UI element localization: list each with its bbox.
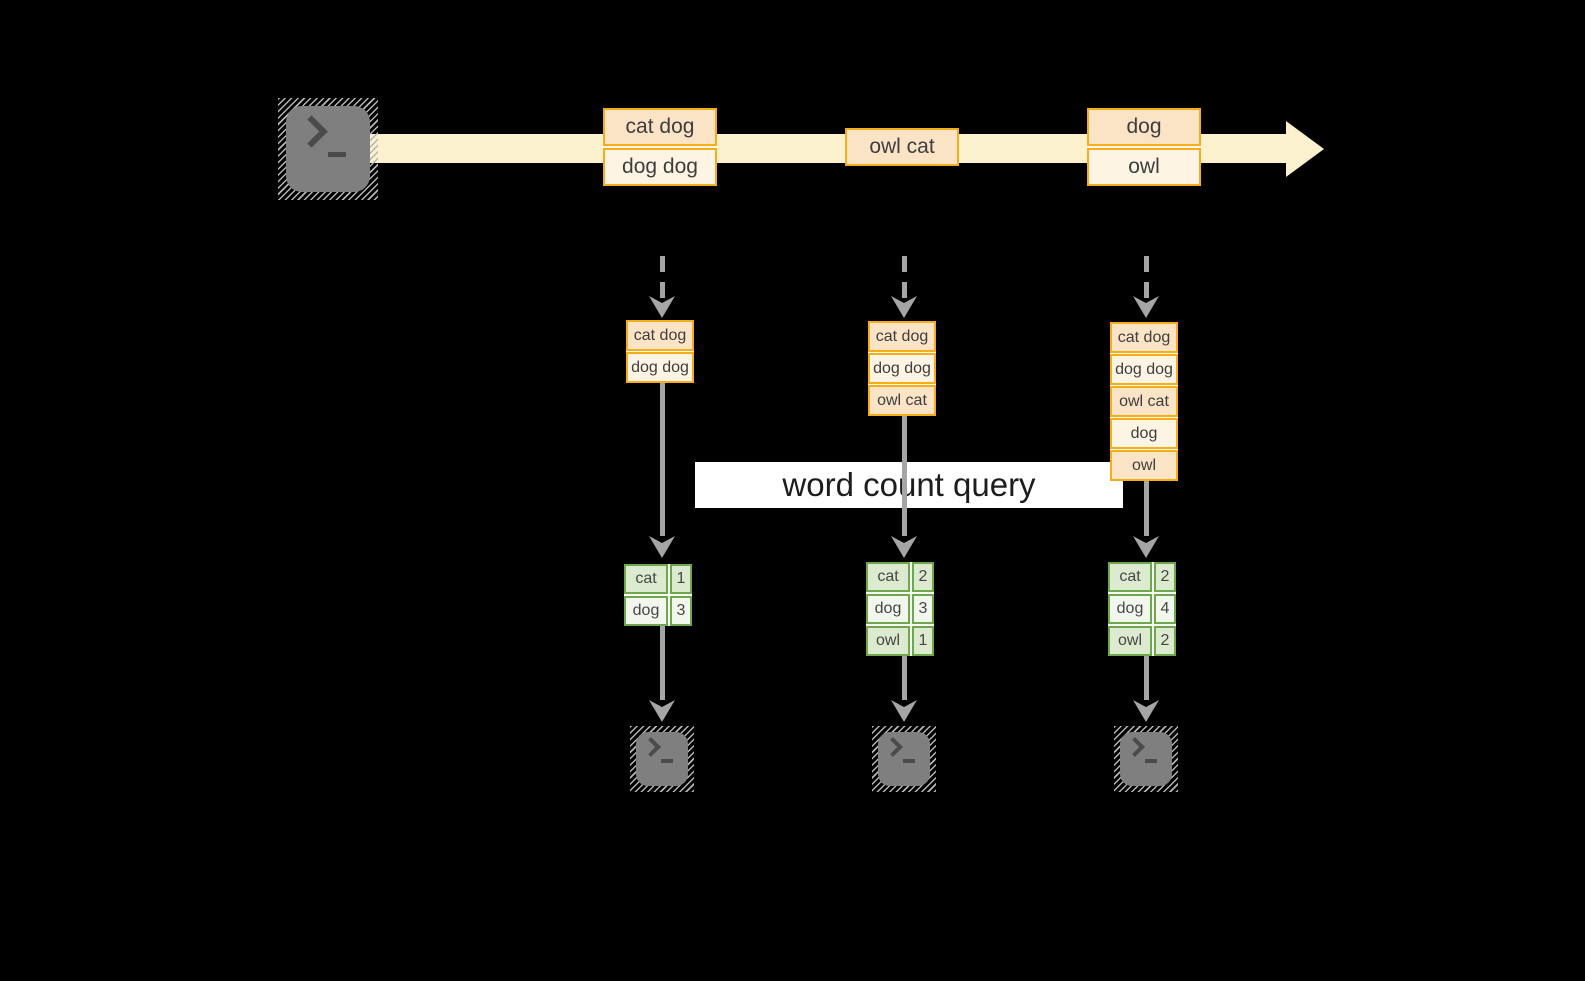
query-arrow-line-2 — [902, 416, 907, 536]
query-arrowhead-icon-2 — [891, 536, 917, 558]
stream-event-row: dog — [1087, 108, 1201, 146]
input-stack-1: cat dog dog dog — [626, 320, 694, 383]
sink-arrow-line-2 — [902, 656, 907, 700]
terminal-icon-body — [286, 106, 370, 192]
terminal-icon — [278, 98, 378, 200]
prompt-underscore-icon — [328, 152, 346, 157]
prompt-underscore-icon — [1145, 759, 1157, 763]
count-value-cell: 3 — [912, 594, 934, 624]
dashed-arrowhead-icon-1 — [649, 296, 675, 318]
count-word-cell: dog — [866, 594, 910, 624]
stream-event-box-1: cat dog dog dog — [603, 108, 717, 186]
input-row: cat dog — [1110, 322, 1178, 353]
count-value-cell: 2 — [1154, 626, 1176, 656]
count-value-cell: 1 — [912, 626, 934, 656]
input-row: cat dog — [868, 321, 936, 352]
query-arrowhead-icon-3 — [1133, 536, 1159, 558]
count-table-1: cat 1 dog 3 — [624, 564, 692, 626]
count-value-cell: 2 — [912, 562, 934, 592]
query-arrow-line-3 — [1144, 481, 1149, 536]
input-stack-3: cat dog dog dog owl cat dog owl — [1110, 322, 1178, 481]
dashed-arrowhead-icon-2 — [891, 296, 917, 318]
dashed-arrow-line-1 — [660, 256, 665, 298]
count-word-cell: cat — [866, 562, 910, 592]
count-value-cell: 2 — [1154, 562, 1176, 592]
sink-arrowhead-icon-3 — [1133, 700, 1159, 722]
sink-arrowhead-icon-2 — [891, 700, 917, 722]
query-arrowhead-icon-1 — [649, 536, 675, 558]
input-row: dog dog — [1110, 354, 1178, 385]
prompt-underscore-icon — [903, 759, 915, 763]
input-row: dog — [1110, 418, 1178, 449]
sink-arrowhead-icon-1 — [649, 700, 675, 722]
dashed-arrow-line-2 — [902, 256, 907, 298]
word-count-query-label: word count query — [695, 462, 1123, 508]
input-row: dog dog — [626, 352, 694, 383]
input-row: owl cat — [868, 385, 936, 416]
stream-event-row: owl — [1087, 148, 1201, 186]
terminal-icon — [630, 726, 694, 792]
stream-event-box-3: dog owl — [1087, 108, 1201, 186]
query-arrow-line-1 — [660, 383, 665, 536]
sink-arrow-line-3 — [1144, 656, 1149, 700]
count-table-3: cat 2 dog 4 owl 2 — [1108, 562, 1176, 656]
dashed-arrow-line-3 — [1144, 256, 1149, 298]
input-row: cat dog — [626, 320, 694, 351]
count-word-cell: dog — [624, 596, 668, 626]
dashed-arrowhead-icon-3 — [1133, 296, 1159, 318]
stream-event-row: cat dog — [603, 108, 717, 146]
stream-event-box-2: owl cat — [845, 128, 959, 166]
input-row: owl cat — [1110, 386, 1178, 417]
stream-event-row: owl cat — [845, 128, 959, 166]
count-word-cell: owl — [866, 626, 910, 656]
prompt-underscore-icon — [661, 759, 673, 763]
stream-timeline-arrowhead-icon — [1286, 121, 1324, 177]
count-value-cell: 4 — [1154, 594, 1176, 624]
count-value-cell: 3 — [670, 596, 692, 626]
stream-event-row: dog dog — [603, 148, 717, 186]
count-word-cell: cat — [624, 564, 668, 594]
count-word-cell: cat — [1108, 562, 1152, 592]
count-word-cell: owl — [1108, 626, 1152, 656]
sink-arrow-line-1 — [660, 626, 665, 700]
input-stack-2: cat dog dog dog owl cat — [868, 321, 936, 416]
count-word-cell: dog — [1108, 594, 1152, 624]
input-row: owl — [1110, 450, 1178, 481]
input-row: dog dog — [868, 353, 936, 384]
terminal-icon — [872, 726, 936, 792]
terminal-icon — [1114, 726, 1178, 792]
count-table-2: cat 2 dog 3 owl 1 — [866, 562, 934, 656]
count-value-cell: 1 — [670, 564, 692, 594]
